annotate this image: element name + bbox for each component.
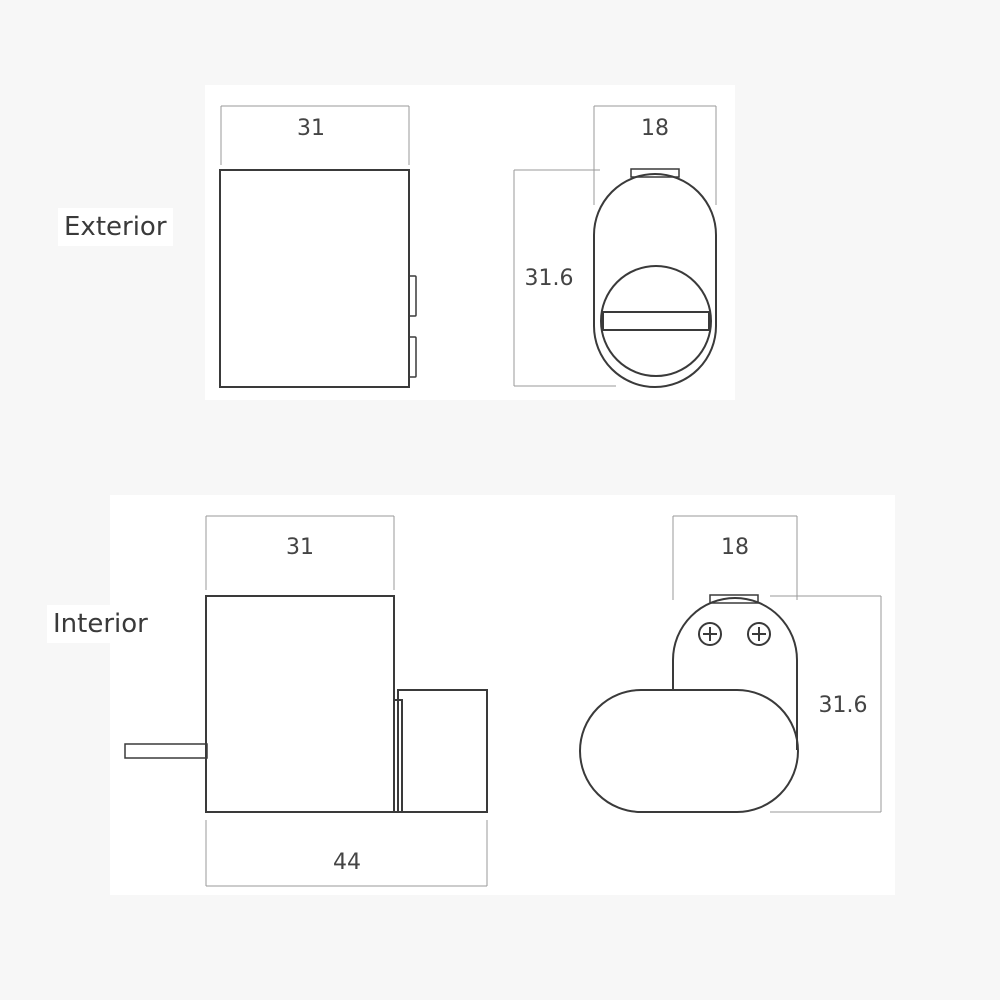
interior-mount-plate: [672, 597, 798, 750]
exterior-thumbturn-knob: [600, 265, 712, 377]
exterior-front-view: 31: [219, 105, 417, 388]
interior-overall-width-label: 44: [333, 850, 361, 875]
interior-front-width-label: 31: [286, 535, 314, 560]
screw-icon: [698, 622, 722, 646]
screw-icon: [747, 622, 771, 646]
exterior-side-width-label: 18: [641, 116, 669, 141]
interior-knob: [397, 689, 488, 813]
interior-top-tab: [709, 594, 759, 604]
exterior-side-body: [593, 173, 717, 388]
interior-label: Interior: [47, 605, 154, 643]
interior-panel: [110, 495, 895, 895]
interior-front-view: 31 44: [124, 515, 488, 887]
interior-side-height-label: 31.6: [819, 693, 868, 718]
exterior-side-height-label: 31.6: [525, 266, 574, 291]
exterior-side-button-bottom: [408, 336, 417, 378]
exterior-panel: [205, 85, 735, 400]
interior-side-width-label: 18: [721, 535, 749, 560]
exterior-label: Exterior: [58, 208, 173, 246]
exterior-side-view: 18 31.6: [513, 105, 717, 388]
exterior-thumbturn-slot: [602, 311, 710, 331]
exterior-top-tab: [630, 168, 680, 178]
exterior-front-width-label: 31: [297, 116, 325, 141]
interior-side-knob: [579, 689, 799, 813]
exterior-side-button-top: [408, 275, 417, 317]
interior-side-view: 18 31.6: [579, 515, 882, 813]
